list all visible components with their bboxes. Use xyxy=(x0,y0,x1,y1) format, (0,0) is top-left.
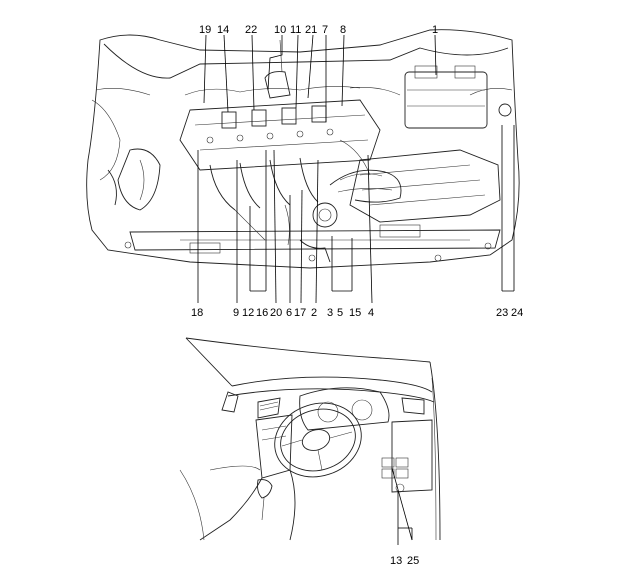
callout-25: 25 xyxy=(407,555,419,567)
callout-16: 16 xyxy=(256,307,268,319)
callout-9: 9 xyxy=(233,307,239,319)
callout-11: 11 xyxy=(290,24,301,36)
callout-12: 12 xyxy=(242,307,254,319)
callout-23: 23 xyxy=(496,307,508,319)
callout-21: 21 xyxy=(305,24,317,36)
engine-bay-leaders xyxy=(197,34,515,304)
callout-10: 10 xyxy=(274,24,286,36)
callout-6: 6 xyxy=(286,307,292,319)
callout-24: 24 xyxy=(511,307,523,319)
callout-18: 18 xyxy=(191,307,203,319)
interior-dashboard-illustration xyxy=(179,337,441,541)
callout-3: 3 xyxy=(327,307,333,319)
callout-13: 13 xyxy=(390,555,402,567)
callout-5: 5 xyxy=(337,307,343,319)
callout-20: 20 xyxy=(270,307,282,319)
callout-4: 4 xyxy=(368,307,374,319)
interior-leaders xyxy=(391,467,413,545)
callout-19: 19 xyxy=(199,24,211,36)
callout-14: 14 xyxy=(217,24,229,36)
callout-2: 2 xyxy=(311,307,317,319)
callout-22: 22 xyxy=(245,24,257,36)
callout-1: 1 xyxy=(432,24,438,36)
engine-bay-callouts: 19 14 22 10 11 21 7 8 1 18 9 12 16 20 6 … xyxy=(191,24,523,319)
callout-17: 17 xyxy=(294,307,306,319)
callout-8: 8 xyxy=(340,24,346,36)
callout-7: 7 xyxy=(322,24,328,36)
interior-callouts: 13 25 xyxy=(390,555,419,567)
engine-bay-illustration xyxy=(86,29,520,269)
callout-15: 15 xyxy=(349,307,361,319)
